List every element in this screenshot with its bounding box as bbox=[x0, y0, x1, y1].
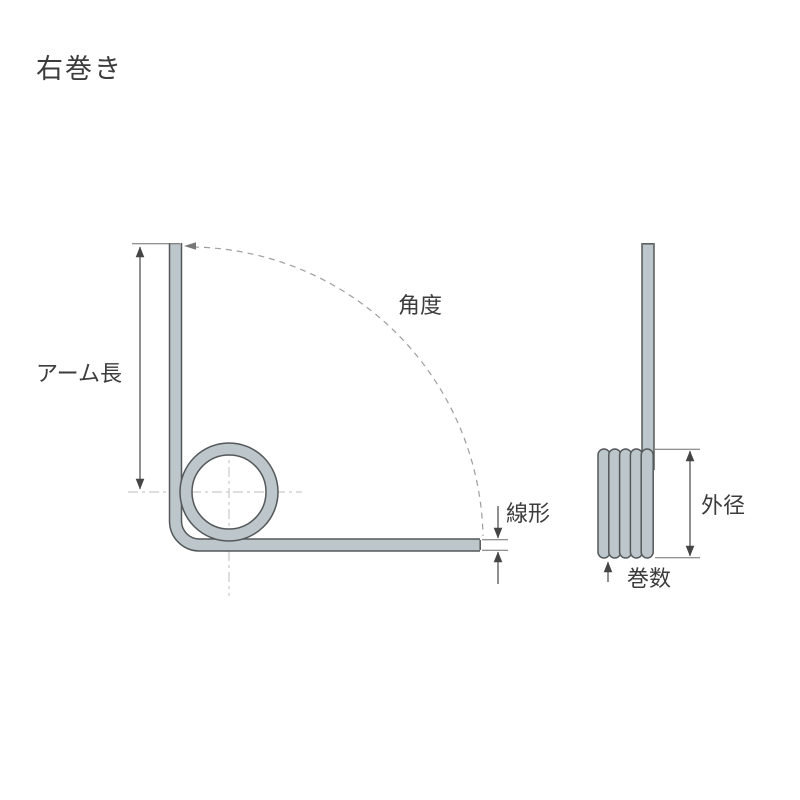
outer-diameter-dimension: 外径 bbox=[655, 448, 745, 559]
coil-turn bbox=[640, 448, 654, 559]
spring-wire-side bbox=[597, 243, 655, 559]
wire-diameter-dimension: 線形 bbox=[482, 501, 550, 584]
coil-count-label: 巻数 bbox=[627, 566, 671, 591]
angle-label: 角度 bbox=[398, 293, 442, 318]
angle-arc bbox=[192, 246, 484, 537]
front-view: アーム長 角度 線形 bbox=[36, 242, 550, 596]
wire-diameter-label: 線形 bbox=[506, 501, 550, 526]
arm-length-dimension: アーム長 bbox=[36, 243, 180, 490]
page-title: 右巻き bbox=[36, 54, 123, 84]
outer-diameter-label: 外径 bbox=[701, 493, 745, 518]
spring-wire-front bbox=[168, 243, 481, 552]
coil-count-annotation: 巻数 bbox=[603, 561, 671, 591]
angle-arc-arrowhead bbox=[184, 242, 196, 250]
arm-length-label: アーム長 bbox=[36, 361, 122, 386]
side-view: 外径 巻数 bbox=[597, 243, 745, 591]
